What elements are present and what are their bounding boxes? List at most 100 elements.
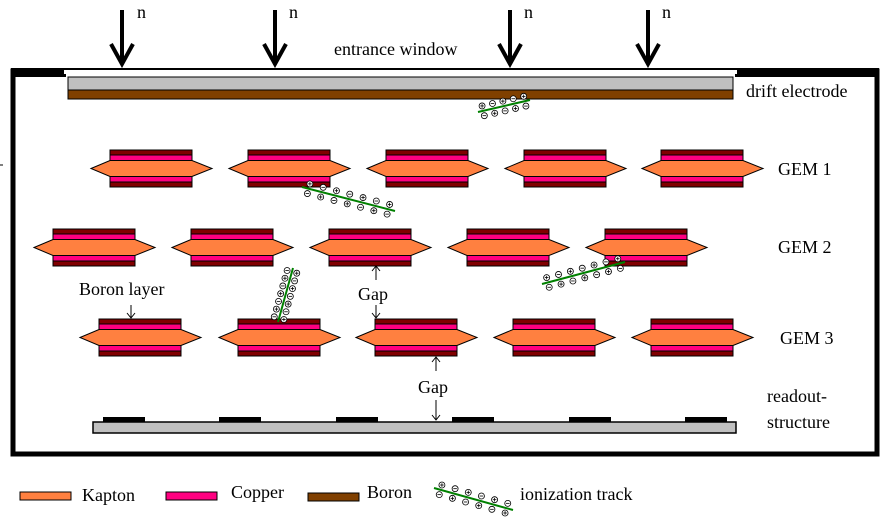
boron-layer-top [52, 228, 136, 235]
gem-foil [630, 318, 755, 357]
electron-icon [504, 499, 512, 507]
positive-ion-icon [370, 207, 378, 215]
electron-icon [555, 271, 562, 278]
boron-layer-bottom [190, 260, 274, 267]
electron-icon [522, 102, 530, 110]
kapton-layer [170, 239, 295, 256]
gem-foil [492, 318, 617, 357]
electron-icon [501, 107, 509, 115]
neutron-arrow-icon [109, 10, 135, 69]
kapton-layer [365, 160, 490, 177]
electron-icon [283, 267, 291, 274]
positive-ion-icon [464, 488, 472, 496]
neutron-label-4: n [662, 2, 671, 22]
positive-ion-icon [581, 274, 589, 282]
gem-foil [78, 318, 203, 357]
kapton-layer [89, 160, 214, 177]
readout-pad [336, 417, 378, 422]
boron-layer-bottom [237, 350, 321, 357]
ionization-track-gem3 [270, 267, 301, 323]
readout-label-line1: readout- [767, 386, 827, 406]
positive-ion-icon [512, 105, 519, 112]
gem-foil [446, 228, 571, 267]
electron-icon [593, 271, 601, 279]
boron-layer-bottom [466, 260, 550, 267]
readout-pad [103, 417, 145, 422]
positive-ion-icon [333, 187, 340, 195]
gem-foil [308, 228, 433, 267]
electron-icon [578, 264, 586, 272]
gem-foil [170, 228, 295, 267]
gem-row-3 [78, 318, 755, 357]
kapton-layer [354, 329, 479, 346]
boron-layer-top [523, 149, 607, 156]
boron-layer-bottom [247, 181, 331, 188]
positive-ion-icon [557, 280, 565, 288]
entrance-window-label: entrance window [334, 39, 458, 59]
positive-ion-icon [280, 316, 288, 323]
positive-ion-icon [386, 201, 394, 208]
positive-ion-icon [499, 97, 507, 105]
positive-ion-icon [614, 255, 622, 263]
gem-stack [32, 149, 765, 357]
legend-ionization-track-icon [433, 481, 514, 517]
drift-electrode [67, 76, 734, 100]
positive-ion-icon [343, 200, 351, 208]
legend-swatch-boron [307, 492, 360, 502]
gap-arrows [126, 265, 441, 421]
track-line [433, 487, 514, 511]
ionization-track-gem1 [301, 180, 396, 218]
detector-frame [10, 68, 880, 457]
electron-icon [286, 292, 294, 300]
electron-icon [282, 308, 290, 316]
electron-icon [291, 277, 299, 285]
positive-ion-icon [359, 194, 367, 201]
electron-icon [435, 491, 443, 499]
electron-icon [319, 183, 327, 191]
positive-ion-icon [543, 274, 551, 281]
gap-upper-arrow-down [371, 305, 381, 319]
boron-layer-arrow [126, 305, 136, 319]
boron-layer-top [328, 228, 412, 235]
electron-icon [545, 283, 553, 291]
gap-upper-label: Gap [358, 284, 388, 304]
positive-ion-icon [590, 261, 598, 269]
positive-ion-icon [281, 274, 289, 282]
boron-layer-top [247, 149, 331, 156]
positive-ion-icon [478, 102, 486, 110]
positive-ion-icon [520, 92, 528, 100]
electron-icon [330, 197, 338, 204]
electron-icon [489, 100, 496, 107]
positive-ion-icon [284, 300, 292, 308]
boron-layer-bottom [523, 181, 607, 188]
ionization-track-gem2 [541, 255, 626, 291]
neutron-arrow-icon [497, 10, 523, 69]
positive-ion-icon [475, 502, 483, 510]
legend-label-kapton: Kapton [82, 485, 135, 505]
kapton-layer [492, 329, 617, 346]
electron-icon [383, 210, 391, 218]
boron-layer-top [385, 149, 469, 156]
kapton-layer [640, 160, 765, 177]
gem-foil [354, 318, 479, 357]
boron-layer-label: Boron layer [79, 279, 165, 299]
gem2-label: GEM 2 [778, 237, 832, 257]
gap-lower-arrow-down [431, 400, 441, 421]
electron-icon [357, 203, 364, 211]
readout-structure [92, 417, 737, 434]
kapton-layer [227, 160, 352, 177]
positive-ion-icon [501, 509, 509, 517]
readout-pad [452, 417, 494, 422]
electron-icon [569, 277, 577, 285]
kapton-layer [78, 329, 203, 346]
boron-layer-top [604, 228, 688, 235]
positive-ion-icon [272, 305, 280, 313]
legend [19, 491, 360, 502]
positive-ion-icon [289, 285, 296, 293]
electron-icon [480, 112, 488, 120]
electron-icon [616, 265, 624, 272]
readout-board [92, 421, 737, 434]
positive-ion-icon [277, 290, 285, 298]
track-line [477, 99, 531, 113]
gem-row-2 [32, 228, 709, 267]
